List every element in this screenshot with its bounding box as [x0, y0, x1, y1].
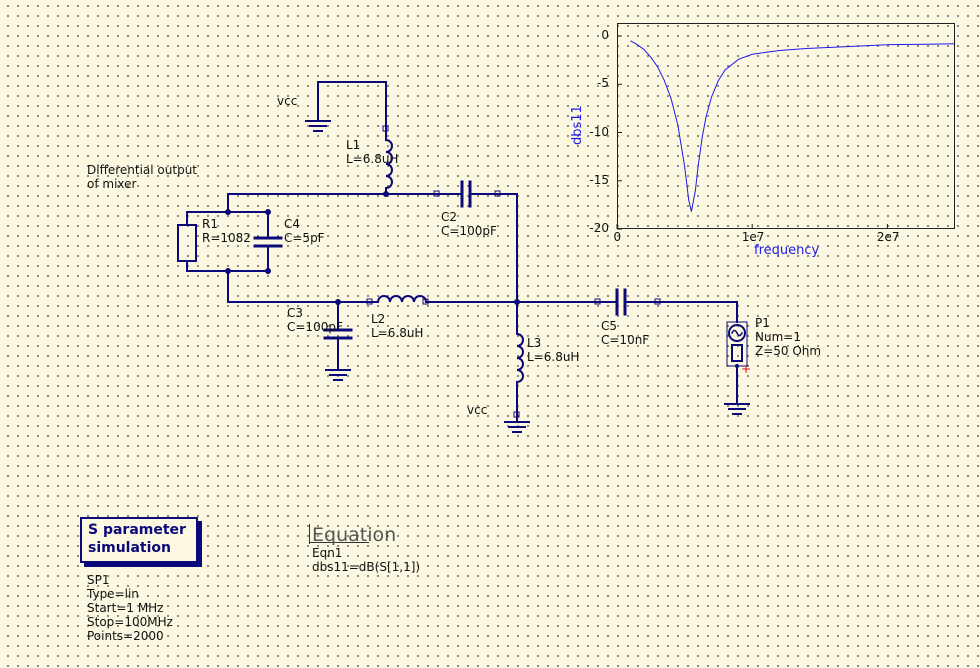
y-tick-label: -10 [589, 124, 609, 139]
sp-simulation-block[interactable]: S parameter simulation [80, 517, 198, 563]
c2-name: C2 [441, 210, 458, 224]
diff-output-label-2: of mixer [87, 177, 137, 191]
l3-name: L3 [527, 336, 542, 350]
vcc-label-top: vcc [277, 94, 298, 108]
sp-name: SP1 [87, 573, 110, 587]
sp-stop: Stop=100MHz [87, 615, 173, 629]
resistor-r1-icon [177, 224, 197, 262]
x-axis-label: frequency [754, 243, 820, 258]
sp-points: Points=2000 [87, 629, 164, 643]
inductor-l1-icon [384, 138, 393, 190]
equation-title[interactable]: Equation [312, 524, 397, 546]
x-tick-label: 0 [613, 230, 622, 244]
l2-value: L=6.8uH [371, 326, 424, 340]
x-tick-label: 2e7 [876, 230, 900, 244]
sp-start: Start=1 MHz [87, 601, 164, 615]
y-tick-label: -5 [597, 76, 609, 91]
equation-marker [309, 524, 310, 544]
c5-name: C5 [601, 319, 618, 333]
c2-value: C=100pF [441, 224, 497, 238]
equation-underline [309, 542, 369, 543]
sp-title-line2: simulation [88, 540, 172, 556]
p1-num: Num=1 [755, 330, 801, 344]
p1-name: P1 [755, 316, 770, 330]
equation-expression: dbs11=dB(S[1,1]) [312, 560, 421, 574]
sp-type: Type=lin [87, 587, 139, 601]
dbs11-trace [630, 40, 956, 212]
l2-name: L2 [371, 312, 386, 326]
y-axis-label: dbs11 [570, 105, 585, 145]
plot-frame[interactable] [617, 23, 955, 229]
y-tick-label: -15 [589, 172, 609, 187]
c4-value: C=5pF [284, 231, 325, 245]
vcc-label-bottom: vcc [467, 403, 488, 417]
x-tick-label: 1e7 [741, 230, 765, 244]
p1-impedance: Z=50 Ohm [755, 344, 822, 358]
y-tick-label: 0 [601, 28, 609, 42]
c3-name: C3 [287, 306, 304, 320]
diff-output-label: Differential output [87, 163, 198, 177]
port-plus-sign: + [741, 362, 751, 376]
inductor-l3-icon [515, 332, 524, 384]
r1-value: R=1082 [202, 231, 251, 245]
equation-name: Eqn1 [312, 546, 343, 560]
c4-name: C4 [284, 217, 301, 231]
c5-value: C=10nF [601, 333, 650, 347]
c3-value: C=100pF [287, 320, 343, 334]
inductor-l2-icon [376, 295, 428, 304]
l3-value: L=6.8uH [527, 350, 580, 364]
l1-name: L1 [346, 138, 361, 152]
wire [317, 81, 387, 131]
r1-name: R1 [202, 217, 218, 231]
l1-value: L=6.8uH [346, 152, 399, 166]
y-tick-label: -20 [589, 221, 609, 235]
sp-title-line1: S parameter [88, 522, 186, 538]
